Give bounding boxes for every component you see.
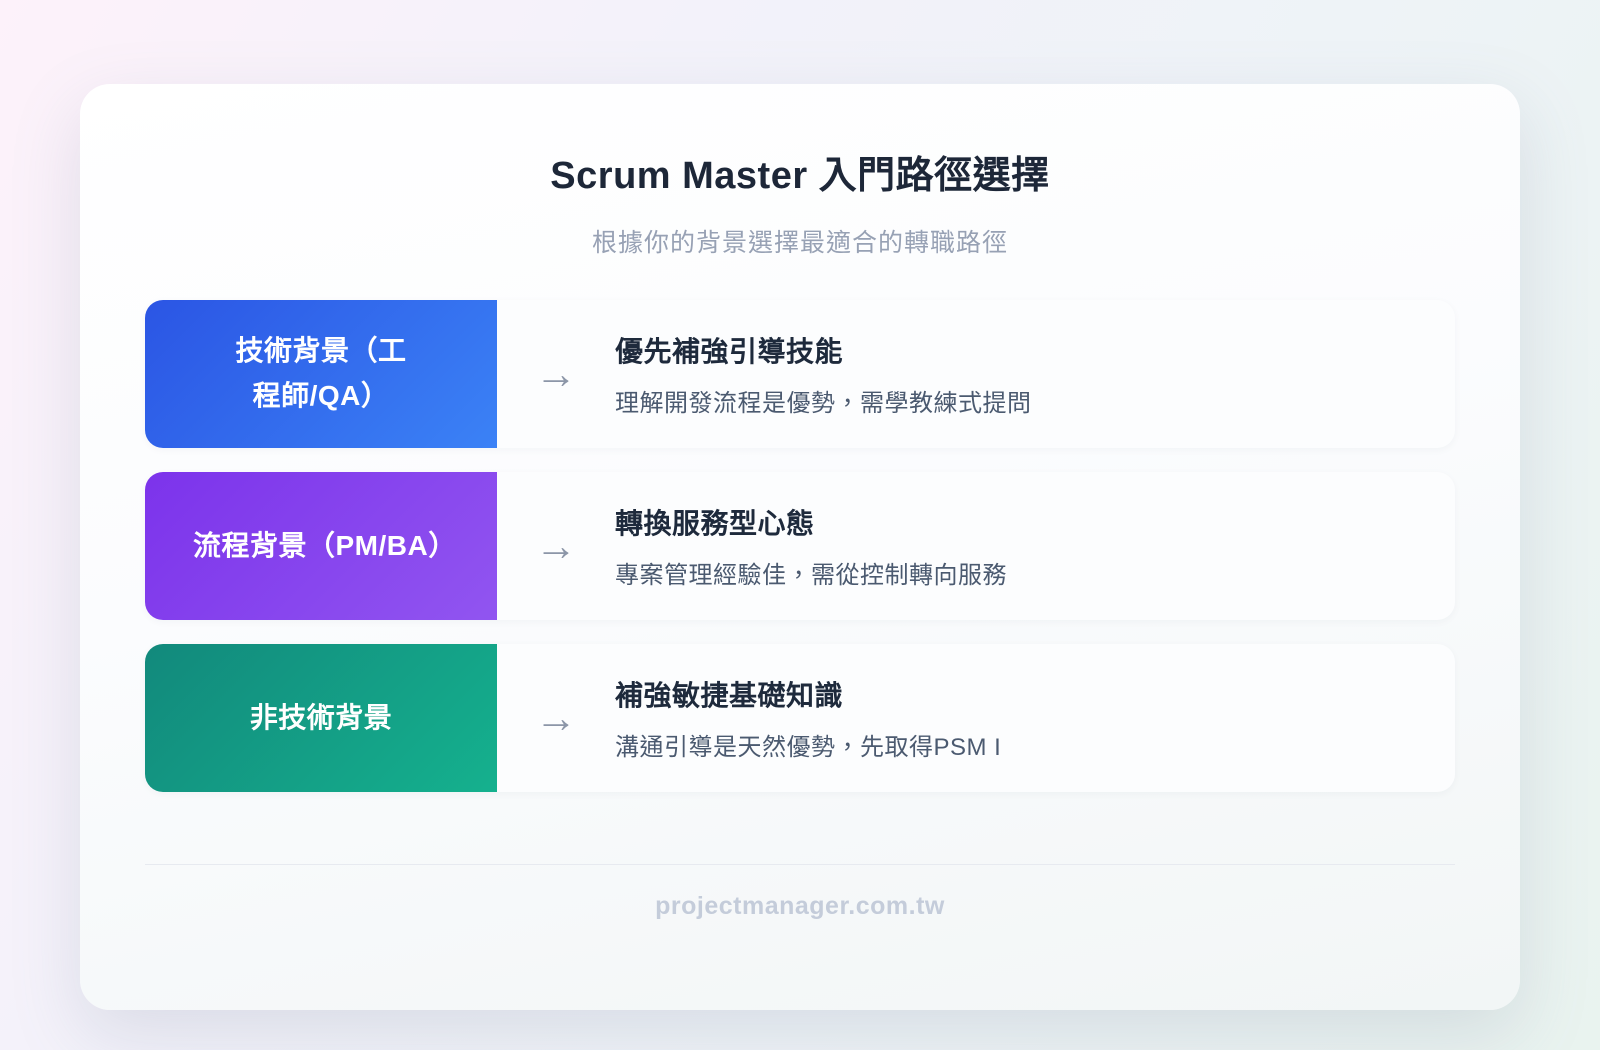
- path-description: 專案管理經驗佳，需從控制轉向服務: [615, 562, 1007, 589]
- footer-divider: [145, 864, 1455, 865]
- path-detail: 補強敏捷基礎知識 溝通引導是天然優勢，先取得PSM I: [615, 674, 1455, 762]
- header: Scrum Master 入門路徑選擇 根據你的背景選擇最適合的轉職路徑: [80, 84, 1520, 259]
- background-label: 技術背景（工程師/QA）: [235, 335, 407, 411]
- path-row-technical: 技術背景（工程師/QA） → 優先補強引導技能 理解開發流程是優勢，需學教練式提…: [145, 300, 1455, 448]
- arrow-right-icon: →: [535, 694, 577, 741]
- background-label-card-nontechnical: 非技術背景: [145, 644, 497, 792]
- background-label: 非技術背景: [249, 701, 393, 733]
- path-heading: 優先補強引導技能: [615, 336, 844, 367]
- page-title: Scrum Master 入門路徑選擇: [550, 155, 1050, 197]
- path-row-process: 流程背景（PM/BA） → 轉換服務型心態 專案管理經驗佳，需從控制轉向服務: [145, 472, 1455, 620]
- page-subtitle: 根據你的背景選擇最適合的轉職路徑: [591, 229, 1008, 257]
- path-detail: 優先補強引導技能 理解開發流程是優勢，需學教練式提問: [615, 330, 1455, 418]
- path-description: 溝通引導是天然優勢，先取得PSM I: [615, 734, 1002, 761]
- arrow-right-icon: →: [535, 522, 577, 569]
- path-row-nontechnical: 非技術背景 → 補強敏捷基礎知識 溝通引導是天然優勢，先取得PSM I: [145, 644, 1455, 792]
- background-label: 流程背景（PM/BA）: [193, 529, 457, 561]
- footer-site-url: projectmanager.com.tw: [655, 892, 945, 920]
- path-description: 理解開發流程是優勢，需學教練式提問: [615, 390, 1032, 417]
- arrow-right-icon: →: [535, 350, 577, 397]
- content-card: Scrum Master 入門路徑選擇 根據你的背景選擇最適合的轉職路徑 技術背…: [80, 84, 1520, 1010]
- path-heading: 補強敏捷基礎知識: [615, 680, 844, 711]
- path-detail: 轉換服務型心態 專案管理經驗佳，需從控制轉向服務: [615, 502, 1455, 590]
- path-heading: 轉換服務型心態: [615, 508, 815, 539]
- background-label-card-process: 流程背景（PM/BA）: [145, 472, 497, 620]
- path-list: 技術背景（工程師/QA） → 優先補強引導技能 理解開發流程是優勢，需學教練式提…: [145, 300, 1455, 792]
- background-label-card-technical: 技術背景（工程師/QA）: [145, 300, 497, 448]
